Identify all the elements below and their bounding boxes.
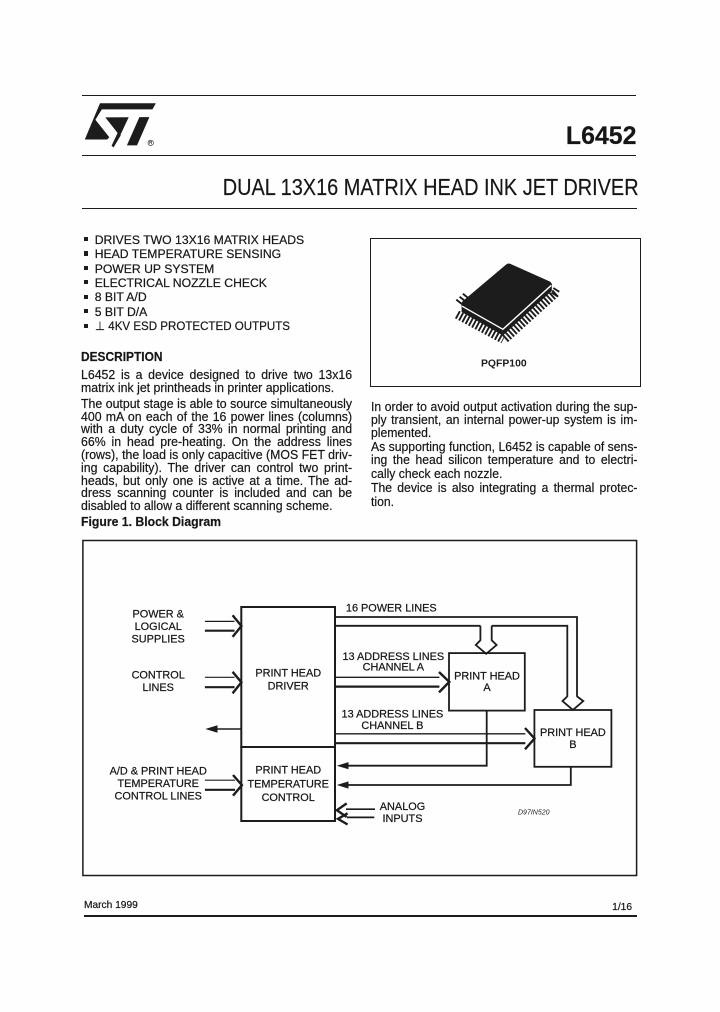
svg-text:SUPPLIES: SUPPLIES	[132, 634, 185, 646]
svg-text:16 POWER LINES: 16 POWER LINES	[346, 602, 437, 614]
svg-text:TEMPERATURE: TEMPERATURE	[247, 778, 328, 790]
svg-text:CONTROL: CONTROL	[262, 792, 315, 804]
svg-text:POWER &: POWER &	[132, 608, 184, 620]
svg-text:13 ADDRESS LINES: 13 ADDRESS LINES	[342, 708, 444, 720]
svg-text:PRINT HEAD: PRINT HEAD	[255, 668, 321, 680]
svg-text:ANALOG: ANALOG	[380, 801, 425, 813]
svg-text:PRINT HEAD: PRINT HEAD	[255, 765, 321, 777]
svg-text:LOGICAL: LOGICAL	[135, 621, 182, 633]
svg-text:B: B	[569, 739, 576, 751]
svg-text:CONTROL LINES: CONTROL LINES	[115, 791, 202, 803]
svg-text:DRIVER: DRIVER	[268, 680, 309, 692]
svg-text:TEMPERATURE: TEMPERATURE	[117, 778, 198, 790]
svg-text:CONTROL: CONTROL	[132, 669, 185, 681]
svg-text:13 ADDRESS LINES: 13 ADDRESS LINES	[342, 651, 444, 663]
svg-text:PRINT HEAD: PRINT HEAD	[454, 670, 520, 682]
svg-text:PQFP100: PQFP100	[481, 359, 527, 370]
svg-text:A/D & PRINT HEAD: A/D & PRINT HEAD	[110, 766, 207, 778]
svg-text:CHANNEL A: CHANNEL A	[363, 662, 425, 674]
svg-text:INPUTS: INPUTS	[383, 813, 423, 825]
svg-text:CHANNEL B: CHANNEL B	[361, 720, 423, 732]
svg-text:D97IN520: D97IN520	[518, 810, 550, 817]
svg-text:PRINT HEAD: PRINT HEAD	[540, 727, 606, 739]
svg-text:LINES: LINES	[142, 682, 173, 694]
svg-text:A: A	[483, 682, 491, 694]
